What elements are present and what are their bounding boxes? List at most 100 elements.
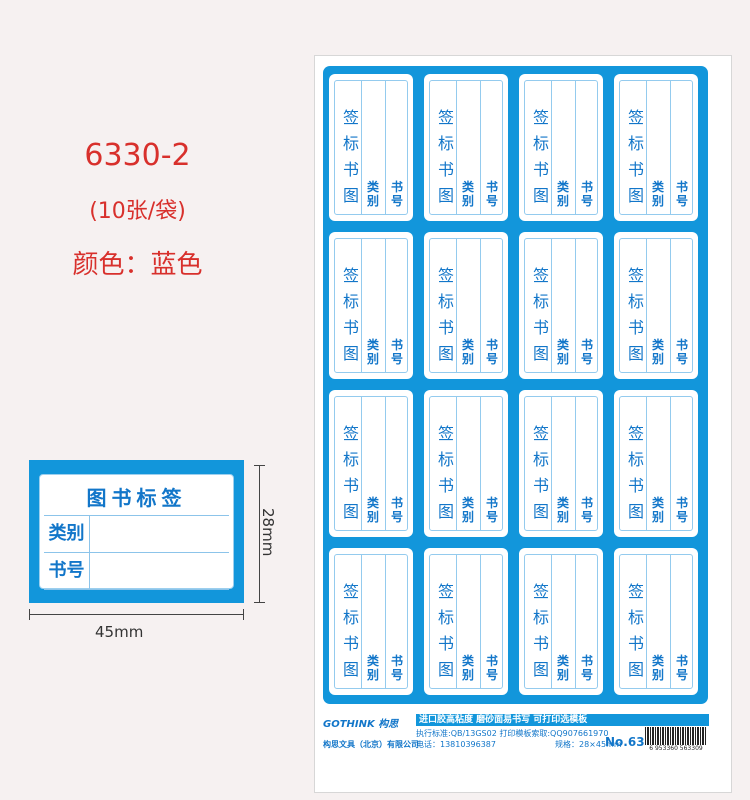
label-char: 签 (342, 108, 359, 127)
label-category: 类别 (651, 654, 664, 682)
label-frame: 签标书图类别书号 (429, 554, 503, 689)
label-char: 图 (532, 502, 549, 521)
label-divider (385, 81, 386, 214)
sample-category-label: 类别 (44, 516, 90, 552)
label-title: 签标书图 (531, 263, 551, 367)
sample-title: 图书标签 (86, 486, 187, 510)
label-char: 图 (627, 344, 644, 363)
label-char: 书 (342, 160, 359, 179)
sample-row-category: 类别 (44, 515, 229, 552)
label-char: 标 (342, 608, 359, 627)
sticker-sheet: 签标书图类别书号签标书图类别书号签标书图类别书号签标书图类别书号签标书图类别书号… (314, 55, 732, 793)
sample-number-label: 书号 (44, 553, 90, 589)
label-char: 标 (437, 450, 454, 469)
barcode-number: 6 953360 563309 (645, 745, 707, 752)
label-divider (456, 397, 457, 530)
label-book-number: 书号 (675, 338, 688, 366)
label-divider (551, 397, 552, 530)
label-char: 标 (627, 134, 644, 153)
label-char: 书 (627, 476, 644, 495)
height-tick-top (254, 465, 265, 466)
label-divider (646, 397, 647, 530)
label-divider (670, 555, 671, 688)
label-char: 签 (627, 266, 644, 285)
label-divider (480, 239, 481, 372)
book-label: 签标书图类别书号 (614, 548, 698, 695)
label-char: 签 (532, 582, 549, 601)
width-tick-left (29, 609, 30, 620)
label-frame: 签标书图类别书号 (334, 396, 408, 531)
label-divider (551, 555, 552, 688)
label-char: 书 (342, 318, 359, 337)
label-title: 签标书图 (341, 579, 361, 683)
label-char: 图 (342, 344, 359, 363)
label-char: 书 (342, 476, 359, 495)
label-category: 类别 (556, 338, 569, 366)
label-divider (551, 81, 552, 214)
label-char: 签 (532, 424, 549, 443)
label-title: 签标书图 (341, 263, 361, 367)
label-char: 标 (627, 450, 644, 469)
label-char: 签 (627, 582, 644, 601)
width-tick-right (243, 609, 244, 620)
width-dimension-line (29, 614, 244, 615)
label-frame: 签标书图类别书号 (619, 554, 693, 689)
label-divider (385, 397, 386, 530)
label-char: 书 (627, 634, 644, 653)
label-char: 标 (342, 292, 359, 311)
label-category: 类别 (651, 338, 664, 366)
label-title: 签标书图 (531, 421, 551, 525)
label-category: 类别 (556, 654, 569, 682)
label-char: 标 (532, 608, 549, 627)
label-char: 签 (532, 108, 549, 127)
label-char: 图 (437, 186, 454, 205)
label-char: 标 (342, 134, 359, 153)
label-title: 签标书图 (341, 105, 361, 209)
label-frame: 签标书图类别书号 (524, 80, 598, 215)
label-divider (456, 555, 457, 688)
label-frame: 签标书图类别书号 (524, 238, 598, 373)
label-char: 标 (342, 450, 359, 469)
label-divider (456, 239, 457, 372)
label-char: 签 (437, 266, 454, 285)
width-label: 45mm (95, 623, 144, 641)
sheet-footer: GOTHINK 构思 进口胶高粘度 磨砂面易书写 可打印选模板 执行标准:QB/… (323, 711, 709, 752)
label-char: 图 (627, 660, 644, 679)
label-char: 书 (437, 476, 454, 495)
label-title: 签标书图 (626, 579, 646, 683)
book-label: 签标书图类别书号 (519, 548, 603, 695)
label-divider (670, 239, 671, 372)
sample-row-number: 书号 (44, 552, 229, 590)
standard-info: 执行标准:QB/13GS02 打印模板索取:QQ907661970 (416, 729, 609, 738)
label-divider (361, 397, 362, 530)
label-char: 书 (532, 318, 549, 337)
book-label: 签标书图类别书号 (614, 232, 698, 379)
label-book-number: 书号 (390, 180, 403, 208)
label-divider (646, 239, 647, 372)
color-info: 颜色：蓝色 (72, 250, 203, 280)
label-frame: 签标书图类别书号 (619, 396, 693, 531)
label-divider (480, 81, 481, 214)
label-frame: 签标书图类别书号 (429, 238, 503, 373)
brand-logo: GOTHINK 构思 (323, 719, 399, 730)
book-label: 签标书图类别书号 (329, 390, 413, 537)
label-title: 签标书图 (626, 421, 646, 525)
label-char: 标 (532, 134, 549, 153)
label-frame: 签标书图类别书号 (334, 238, 408, 373)
label-char: 标 (627, 608, 644, 627)
label-category: 类别 (556, 180, 569, 208)
label-divider (480, 555, 481, 688)
label-category: 类别 (461, 496, 474, 524)
label-book-number: 书号 (485, 496, 498, 524)
company-name: 构思文具（北京）有限公司 (323, 740, 419, 749)
label-book-number: 书号 (390, 496, 403, 524)
label-category: 类别 (366, 338, 379, 366)
label-title: 签标书图 (436, 263, 456, 367)
label-char: 标 (532, 292, 549, 311)
book-label: 签标书图类别书号 (424, 74, 508, 221)
book-label: 签标书图类别书号 (424, 548, 508, 695)
book-label: 签标书图类别书号 (329, 74, 413, 221)
barcode (645, 727, 707, 749)
label-divider (456, 81, 457, 214)
label-title: 签标书图 (626, 105, 646, 209)
